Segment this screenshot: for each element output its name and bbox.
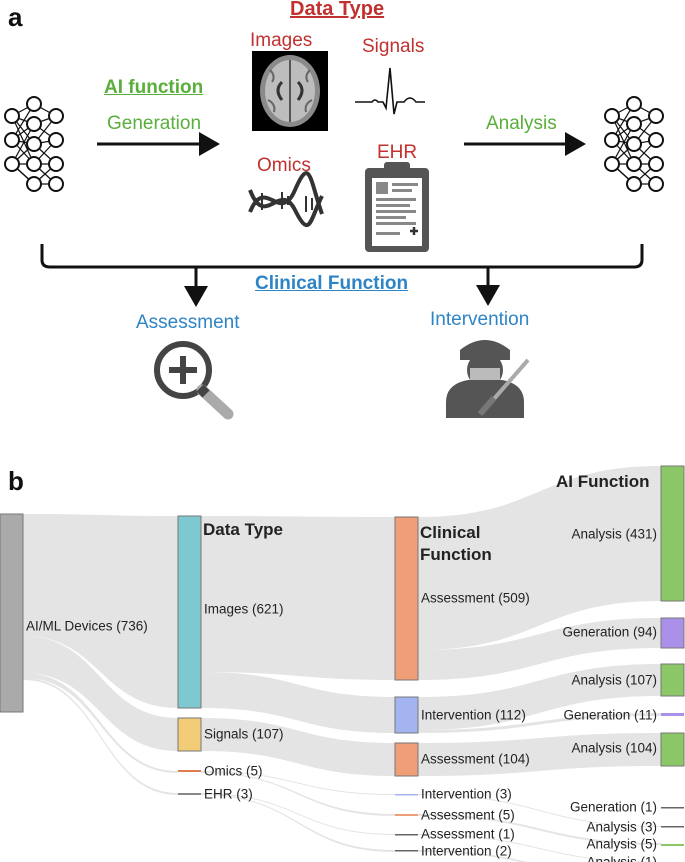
assessment-label: Assessment [136,312,240,333]
node-generation-94 [660,617,685,649]
node-ehr [178,793,201,795]
node-assessment-1 [395,834,418,836]
node-assessment-104 [394,742,419,777]
link-assessment-analysis-104 [418,733,661,776]
label-ai-node: Analysis (104) [571,741,657,756]
omics-label: Omics [257,155,311,176]
panel-b-letter: b [8,466,24,496]
node-analysis-5 [661,844,684,846]
link-signals-assessment [201,718,395,776]
generation-label: Generation [107,113,202,134]
link-intervention-analysis-107 [418,664,661,730]
link-root-ehr [23,678,178,795]
link-intervention-analysis-3 [418,794,661,827]
dna-icon [248,171,324,228]
label-ai-node: Analysis (3) [586,820,657,835]
label-ai-node: Analysis (431) [571,527,657,542]
link-root-signals [23,636,178,751]
link-assessment-analysis-5 [418,814,661,845]
link-omics-assessment [201,772,395,816]
clinical-function-title: Clinical Function [255,273,409,294]
link-ehr-assessment [201,793,395,835]
link-images-intervention [201,672,395,733]
node-root [0,513,24,713]
label-ai-node: Analysis (5) [586,837,657,852]
link-root-images [23,514,178,708]
node-generation-1 [661,807,684,809]
link-images-assessment [201,516,395,680]
link-intervention-analysis-2 [418,850,528,862]
signals-label: Signals [362,36,425,57]
label-root: AI/ML Devices (736) [26,619,148,634]
node-analysis-3 [661,826,684,828]
node-omics [178,770,201,772]
magnifier-plus-icon [154,341,234,420]
link-root-omics [23,673,178,773]
sankey-header-data-type: Data Type [203,520,283,539]
node-images [177,515,202,709]
node-analysis-107 [660,663,685,697]
ai-function-title: AI function [104,77,204,98]
link-omics-intervention [201,771,395,795]
label-ai-node: Generation (94) [562,625,657,640]
node-analysis-104 [660,732,685,767]
images-label: Images [250,30,313,51]
link-intervention-generation-11 [418,713,661,733]
analysis-label: Analysis [486,113,557,134]
intervention-label: Intervention [430,309,530,330]
label-clinical-node: Intervention (2) [421,844,512,859]
link-assessment-generation-94 [418,618,661,680]
label-ai-node: Analysis (1) [586,855,657,862]
clipboard-icon [365,162,429,252]
link-assessment-analysis-431 [418,466,661,650]
clinical-bracket [40,244,644,269]
node-intervention-3 [395,794,418,796]
label-clinical-node: Assessment (509) [421,591,530,606]
node-assessment-509 [394,516,419,681]
surgeon-icon [446,340,530,418]
label-data-node: Images (621) [204,602,284,617]
label-ai-node: Generation (1) [570,800,657,815]
node-signals [177,717,202,752]
panel-a-graphics [4,51,664,420]
label-data-node: Signals (107) [204,727,284,742]
node-analysis-431 [660,465,685,602]
panel-a-letter: a [8,2,23,32]
link-ehr-intervention [201,794,395,852]
label-clinical-node: Assessment (1) [421,827,515,842]
label-ai-node: Generation (11) [563,708,657,723]
data-type-title: Data Type [290,0,385,20]
label-ai-node: Analysis (107) [571,673,657,688]
ecg-signal-icon [355,67,425,115]
sankey-header-clinical-function: Clinical Function [420,523,492,564]
brain-mri-icon [252,51,328,131]
node-generation-11 [661,713,684,716]
label-data-node: Omics (5) [204,764,263,779]
node-intervention-112 [394,696,419,734]
label-clinical-node: Intervention (112) [421,708,526,723]
label-clinical-node: Intervention (3) [421,787,512,802]
sankey-header-ai-function: AI Function [556,472,650,491]
link-assessment-analysis-1 [418,834,661,862]
node-assessment-5 [395,814,418,816]
node-intervention-2 [395,850,418,852]
label-clinical-node: Assessment (104) [421,752,530,767]
ehr-label: EHR [377,142,418,163]
label-data-node: EHR (3) [204,787,253,802]
label-clinical-node: Assessment (5) [421,808,515,823]
